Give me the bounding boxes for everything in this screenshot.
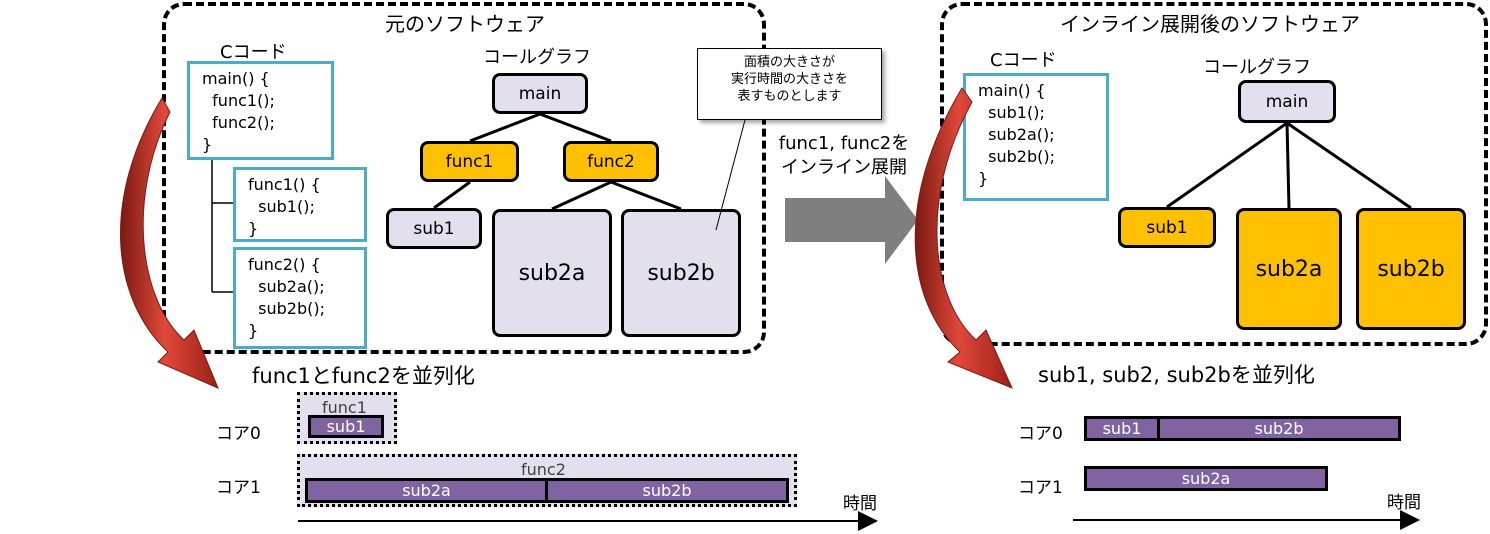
- inline-expansion-label: func1, func2を インライン展開: [778, 133, 910, 178]
- inlined-software-title: インライン展開後のソフトウェア: [1060, 12, 1360, 36]
- original-software-title: 元のソフトウェア: [385, 12, 545, 36]
- right-core0-label: コア0: [1018, 424, 1063, 444]
- original-software-panel: [162, 2, 766, 354]
- code-hierarchy-bracket: [211, 160, 233, 293]
- right-node-sub2a: sub2a: [1236, 208, 1342, 330]
- left-func1-group-label: func1: [322, 398, 367, 417]
- left-core0-label: コア0: [216, 424, 261, 444]
- left-curved-red-arrow: [120, 97, 219, 389]
- left-code-func1: func1() { sub1(); }: [233, 167, 367, 242]
- right-call-graph-label: コールグラフ: [1203, 57, 1311, 78]
- right-core0-sub1-bar: sub1: [1084, 416, 1160, 441]
- left-code-main: main() { func1(); func2(); }: [187, 61, 334, 160]
- left-node-func2: func2: [563, 141, 659, 182]
- left-node-main: main: [492, 73, 588, 114]
- left-core1-sub2b-bar: sub2b: [545, 478, 789, 503]
- left-schedule-heading: func1とfunc2を並列化: [252, 364, 475, 388]
- right-schedule-heading: sub1, sub2, sub2bを並列化: [1038, 363, 1315, 387]
- left-c-code-label: Cコード: [220, 42, 287, 63]
- right-curved-red-arrow: [914, 87, 1013, 389]
- left-time-label: 時間: [843, 494, 877, 514]
- left-code-func2: func2() { sub2a(); sub2b(); }: [233, 247, 367, 349]
- right-node-sub2b: sub2b: [1356, 208, 1466, 330]
- right-call-graph-edges: [1166, 121, 1412, 210]
- left-node-sub2b: sub2b: [621, 209, 741, 337]
- right-c-code-label: Cコード: [990, 50, 1057, 71]
- left-core0-sub1-bar: sub1: [308, 415, 384, 438]
- left-call-graph-label: コールグラフ: [483, 47, 591, 68]
- right-time-label: 時間: [1387, 493, 1421, 513]
- left-call-graph-edges: [433, 112, 682, 211]
- right-node-sub1: sub1: [1118, 207, 1216, 248]
- left-node-sub2a: sub2a: [492, 209, 612, 337]
- right-core0-sub2b-bar: sub2b: [1157, 416, 1401, 441]
- right-core1-sub2a-bar: sub2a: [1084, 466, 1328, 491]
- right-core1-label: コア1: [1018, 478, 1063, 498]
- right-code-main: main() { sub1(); sub2a(); sub2b(); }: [963, 73, 1109, 201]
- inline-block-arrow: [785, 176, 918, 264]
- left-func2-group-label: func2: [521, 460, 566, 479]
- left-core1-label: コア1: [216, 478, 261, 498]
- area-meaning-callout: 面積の大きさが 実行時間の大きさを 表すものとします: [697, 48, 882, 120]
- left-node-sub1: sub1: [386, 208, 482, 249]
- left-node-func1: func1: [420, 141, 519, 182]
- right-node-main: main: [1238, 80, 1336, 123]
- callout-pointer: [715, 119, 746, 231]
